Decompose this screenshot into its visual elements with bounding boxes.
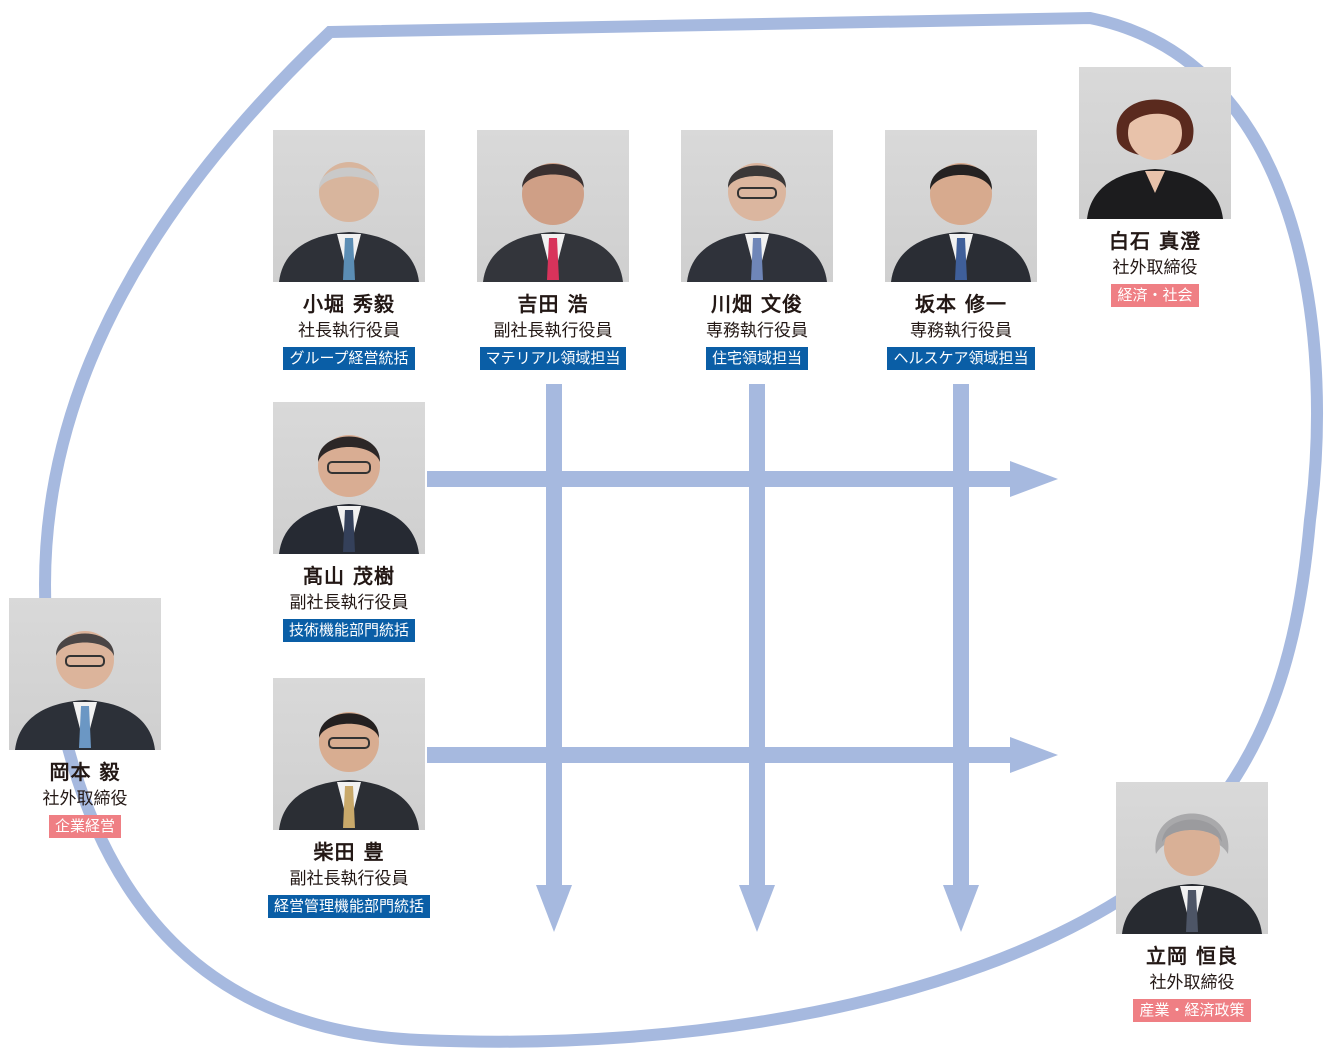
vertical-arrow-healthcare [943,384,979,932]
person-name: 髙山 茂樹 [303,564,395,588]
field-tag: 企業経営 [48,815,121,838]
person-name: 白石 真澄 [1109,229,1201,253]
role-tag: 住宅領域担当 [705,347,808,370]
portrait-photo [885,130,1037,282]
field-tag: 産業・経済政策 [1133,999,1251,1022]
portrait-photo [273,678,425,830]
person-title: 副社長執行役員 [289,593,409,613]
outside-director-tatsuoka: 立岡 恒良 社外取締役 産業・経済政策 [1097,782,1287,1022]
executive-kobori: 小堀 秀毅 社長執行役員 グループ経営統括 [254,130,444,370]
portrait-photo [273,130,425,282]
executive-yoshida: 吉田 浩 副社長執行役員 マテリアル領域担当 [458,130,648,370]
portrait-photo [1116,782,1268,934]
role-tag: 経営管理機能部門統括 [267,895,430,918]
person-name: 吉田 浩 [517,292,589,316]
vertical-arrow-materials [536,384,572,932]
executive-kawabata: 川畑 文俊 専務執行役員 住宅領域担当 [662,130,852,370]
person-title: 副社長執行役員 [493,321,613,341]
person-title: 専務執行役員 [910,321,1012,341]
role-tag: マテリアル領域担当 [479,347,627,370]
executive-shibata: 柴田 豊 副社長執行役員 経営管理機能部門統括 [254,678,444,918]
horizontal-arrow-management [427,737,1058,773]
role-tag: 技術機能部門統括 [282,619,415,642]
person-title: 社長執行役員 [298,321,400,341]
person-name: 坂本 修一 [915,292,1007,316]
portrait-photo [1079,67,1231,219]
horizontal-arrow-technology [427,461,1058,497]
field-tag: 経済・社会 [1111,284,1199,307]
person-name: 川畑 文俊 [711,292,803,316]
person-name: 小堀 秀毅 [303,292,395,316]
outside-director-shiraishi: 白石 真澄 社外取締役 経済・社会 [1060,67,1250,307]
person-title: 専務執行役員 [706,321,808,341]
role-tag: ヘルスケア領域担当 [887,347,1035,370]
role-tag: グループ経営統括 [283,347,415,370]
portrait-photo [477,130,629,282]
executive-sakamoto: 坂本 修一 専務執行役員 ヘルスケア領域担当 [866,130,1056,370]
executive-takayama: 髙山 茂樹 副社長執行役員 技術機能部門統括 [254,402,444,642]
vertical-arrow-homes [739,384,775,932]
outside-director-okamoto: 岡本 毅 社外取締役 企業経営 [0,598,180,838]
person-name: 立岡 恒良 [1146,944,1238,968]
person-title: 社外取締役 [1112,258,1198,278]
portrait-photo [681,130,833,282]
governance-loop [39,11,1323,1048]
person-title: 社外取締役 [42,789,128,809]
person-name: 岡本 毅 [49,760,121,784]
person-title: 副社長執行役員 [289,869,409,889]
portrait-photo [9,598,161,750]
portrait-photo [273,402,425,554]
person-name: 柴田 豊 [313,840,385,864]
person-title: 社外取締役 [1149,973,1235,993]
